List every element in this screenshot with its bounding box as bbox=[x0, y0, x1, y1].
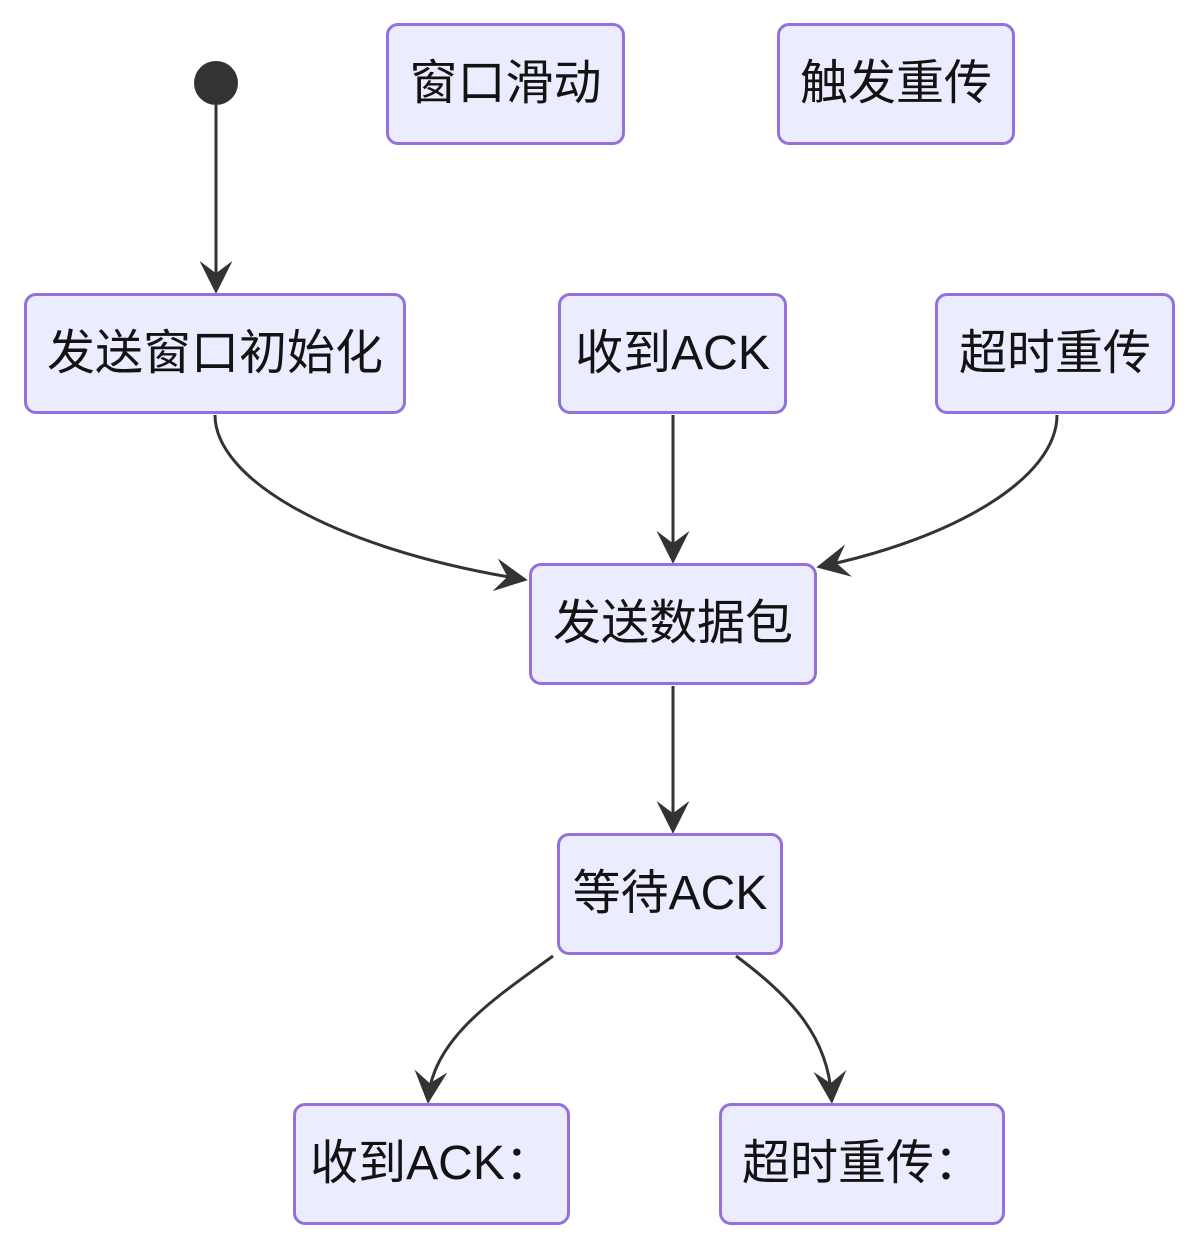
node-label: 触发重传 bbox=[799, 57, 992, 110]
node-trigger-retransmit: 触发重传 bbox=[777, 23, 1015, 145]
edge-wait-ack-to-timeout-retransmit-result bbox=[735, 954, 847, 1104]
node-receive-ack-result: 收到ACK： bbox=[293, 1103, 570, 1225]
node-label: 发送数据包 bbox=[552, 597, 793, 650]
node-send-packet: 发送数据包 bbox=[529, 563, 817, 685]
node-label: 发送窗口初始化 bbox=[46, 326, 383, 380]
node-receive-ack: 收到ACK bbox=[558, 293, 787, 414]
edge-timeout-retransmit-to-send-packet bbox=[816, 414, 1059, 577]
node-label: 窗口滑动 bbox=[409, 57, 602, 110]
node-timeout-retransmit: 超时重传 bbox=[935, 293, 1175, 414]
edge-wait-ack-to-receive-ack-result bbox=[414, 954, 554, 1104]
node-label: 超时重传 bbox=[958, 326, 1151, 380]
node-wait-ack: 等待ACK bbox=[557, 833, 783, 955]
node-label: 收到ACK： bbox=[310, 1137, 553, 1190]
node-label: 超时重传： bbox=[741, 1137, 982, 1190]
node-timeout-retransmit-result: 超时重传： bbox=[719, 1103, 1005, 1225]
initial-state-dot bbox=[194, 61, 238, 105]
node-label: 收到ACK bbox=[575, 326, 770, 380]
node-window-slide: 窗口滑动 bbox=[386, 23, 625, 145]
node-send-window-init: 发送窗口初始化 bbox=[24, 293, 406, 414]
edge-send-window-init-to-send-packet bbox=[213, 414, 528, 592]
node-label: 等待ACK bbox=[572, 867, 768, 920]
